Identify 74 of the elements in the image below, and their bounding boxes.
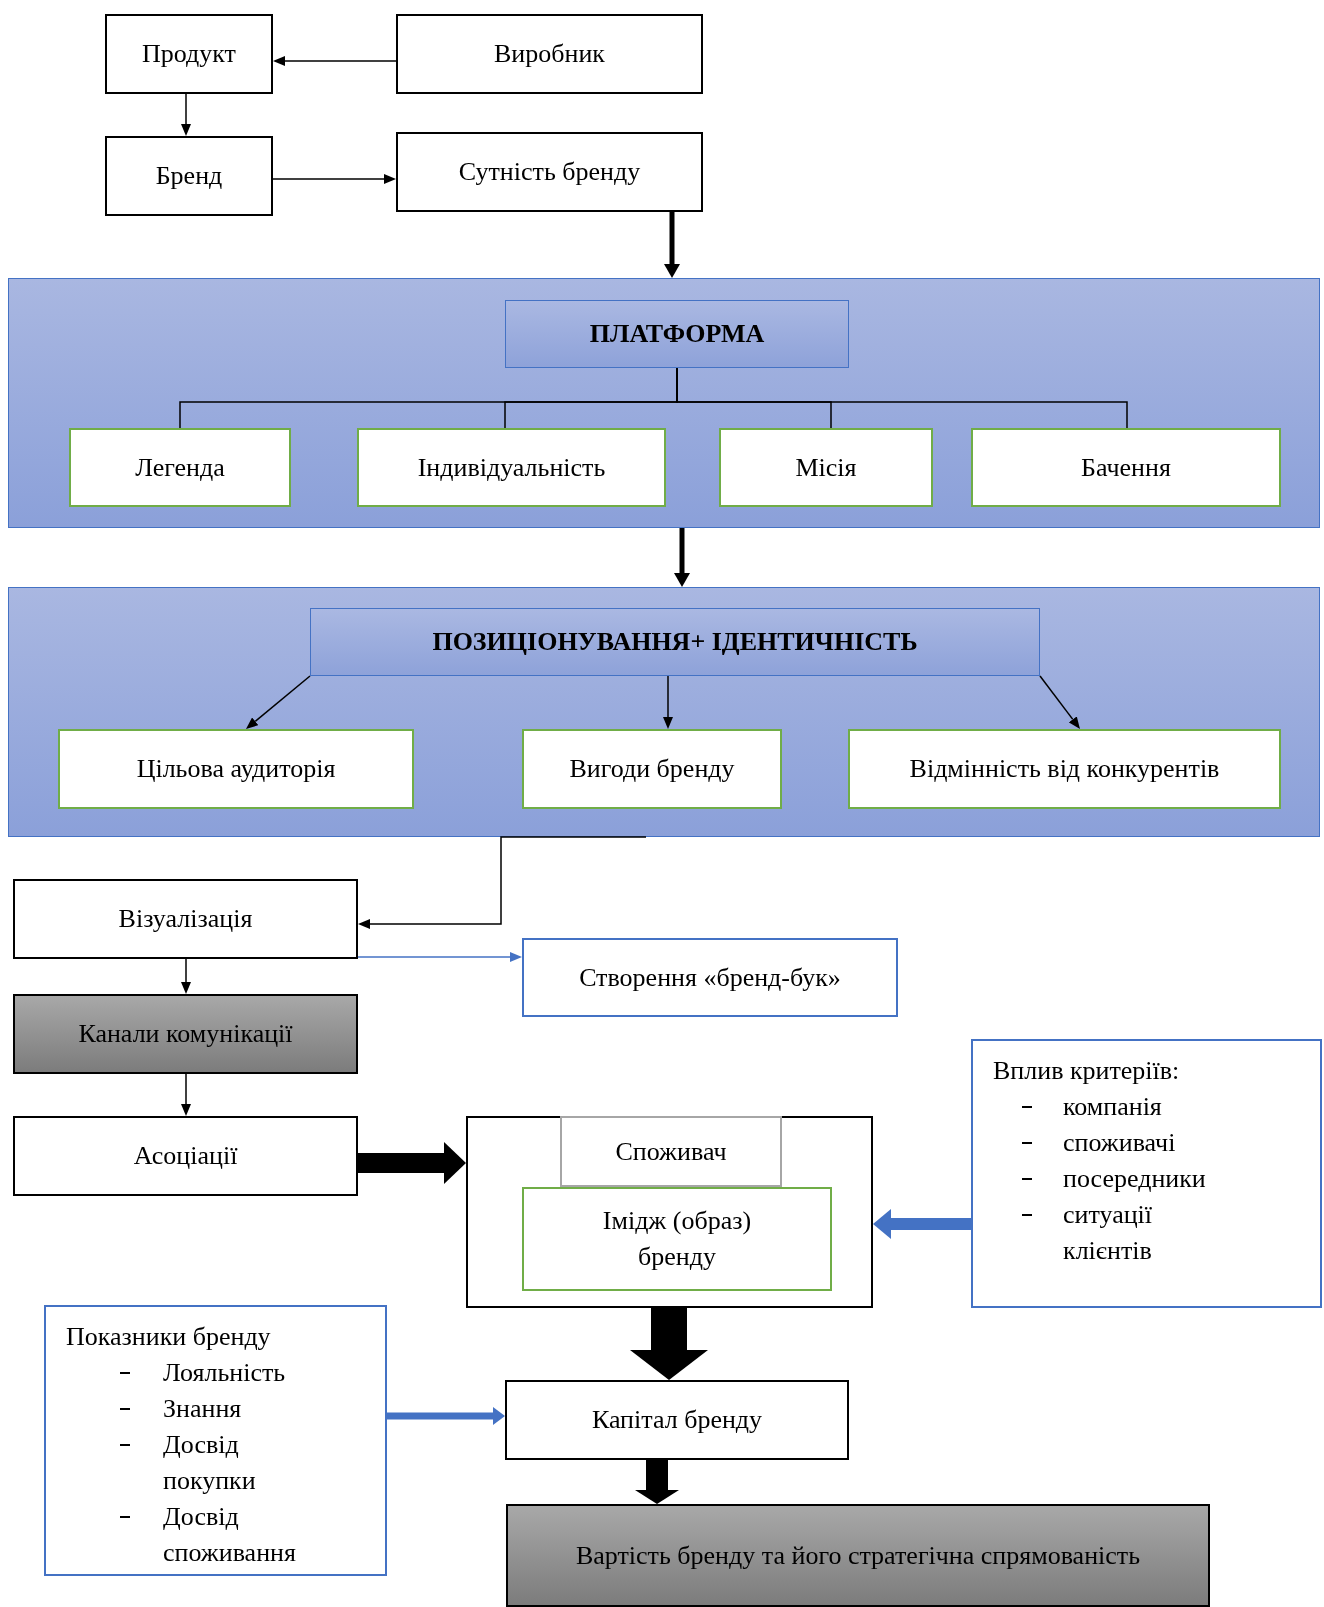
element-box — [522, 1187, 832, 1291]
heading-text: ПЛАТФОРМА — [588, 318, 766, 350]
node-label: Відмінність від конкурентів — [908, 753, 1221, 785]
arrow — [246, 675, 311, 729]
node-label: Легенда — [134, 451, 226, 484]
arrow — [357, 952, 522, 962]
node-label: Бачення — [1080, 451, 1172, 484]
process-box — [105, 14, 273, 94]
element-box — [719, 428, 933, 507]
block-arrow — [630, 1308, 708, 1380]
node-label: Продукт — [141, 38, 237, 70]
node-label: Цільова аудиторія — [135, 753, 337, 785]
process-box — [13, 994, 358, 1074]
group-box — [466, 1116, 873, 1308]
arrow — [273, 56, 397, 66]
node-label: Місія — [794, 451, 858, 484]
node-label: Вигоди бренду — [568, 753, 736, 785]
block-arrow — [873, 1209, 971, 1239]
node-label: Виробник — [493, 38, 606, 70]
note-box — [971, 1039, 1322, 1308]
list-item: споживачі — [1063, 1127, 1177, 1159]
node-label: Канали комунікації — [77, 1018, 294, 1050]
node-label: Капітал бренду — [590, 1404, 764, 1436]
list-item: ситуації клієнтів — [1063, 1199, 1154, 1267]
list-item: Лояльність — [163, 1357, 287, 1389]
block-arrow — [358, 1142, 466, 1184]
node-label: Сутність бренду — [457, 156, 642, 188]
process-box — [396, 132, 703, 212]
arrow — [387, 1407, 505, 1425]
heading-text: ПОЗИЦІОНУВАННЯ+ ІДЕНТИЧНІСТЬ — [431, 626, 919, 658]
node-label: Вартість бренду та його стратегічна спрямованість — [574, 1539, 1142, 1572]
node-label: Створення «бренд-бук» — [578, 961, 842, 994]
group-band — [8, 278, 1320, 528]
block-arrow — [635, 1460, 679, 1504]
list-item: Знання — [163, 1393, 243, 1425]
note-box — [44, 1305, 387, 1576]
element-box — [971, 428, 1281, 507]
heading-box — [505, 300, 849, 368]
list-item: компанія — [1063, 1091, 1163, 1123]
list-heading: Вплив критеріїв: — [993, 1055, 1180, 1087]
node-label: Імідж (образ) бренду — [601, 1205, 753, 1273]
element-box — [58, 729, 414, 809]
element-box — [522, 729, 782, 809]
process-box — [505, 1380, 849, 1460]
arrow — [272, 174, 396, 184]
element-box — [357, 428, 666, 507]
process-box — [506, 1504, 1210, 1607]
process-box — [396, 14, 703, 94]
process-box — [105, 136, 273, 216]
arrow — [358, 836, 647, 929]
arrow — [181, 93, 191, 136]
node-label: Індивідуальність — [416, 451, 607, 484]
process-box — [13, 1116, 358, 1196]
arrow — [664, 212, 680, 278]
list-heading: Показники бренду — [66, 1321, 271, 1353]
tab-box — [560, 1116, 782, 1187]
node-label: Візуалізація — [117, 903, 254, 935]
heading-box — [310, 608, 1040, 676]
node-label: Асоціації — [132, 1140, 239, 1172]
note-box — [522, 938, 898, 1017]
list-item: Досвід покупки — [163, 1429, 257, 1497]
node-label: Споживач — [614, 1135, 728, 1168]
element-box — [848, 729, 1281, 809]
list-item: посередники — [1063, 1163, 1207, 1195]
element-box — [69, 428, 291, 507]
node-label: Бренд — [154, 160, 224, 192]
arrow — [663, 675, 673, 729]
arrow — [674, 528, 690, 587]
list-item: Досвід споживання — [163, 1501, 297, 1569]
arrow — [181, 1073, 191, 1116]
arrow — [1039, 675, 1080, 729]
arrow — [181, 958, 191, 994]
group-band — [8, 587, 1320, 837]
process-box — [13, 879, 358, 959]
